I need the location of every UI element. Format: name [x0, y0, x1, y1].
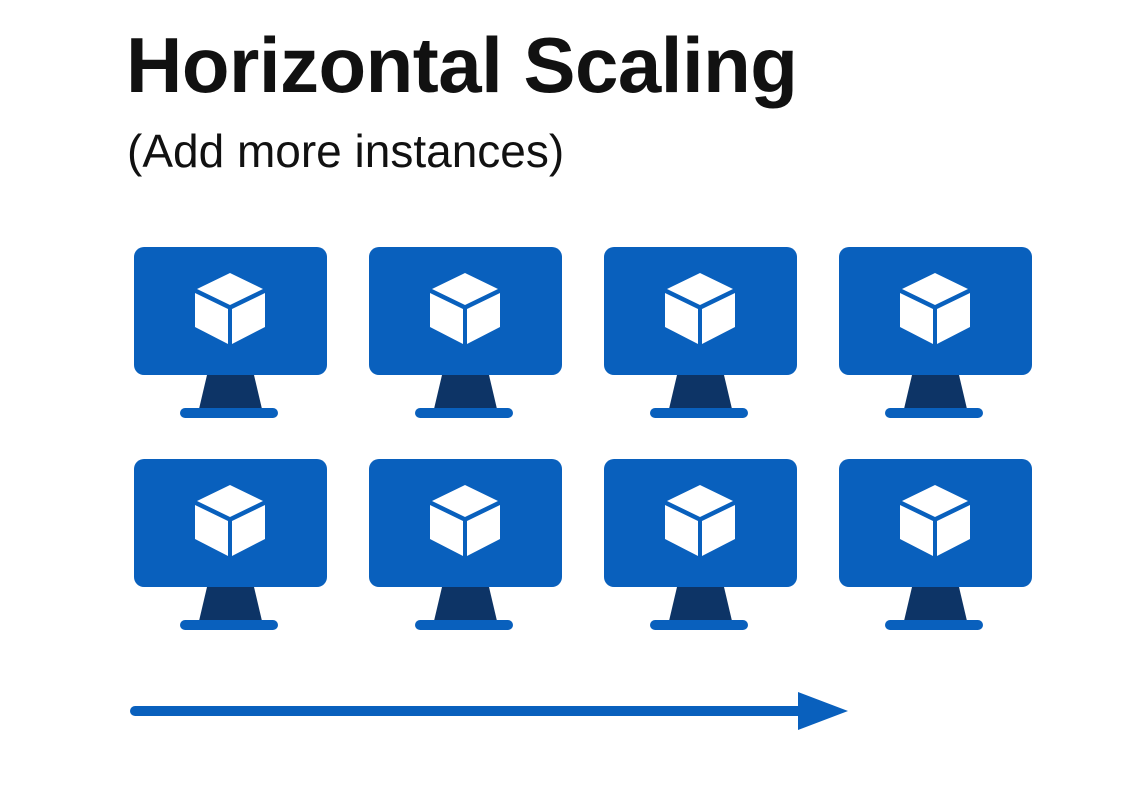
monitor-base: [650, 408, 748, 418]
cube-icon: [430, 273, 500, 344]
instance-monitor: [369, 247, 562, 421]
instance-monitor: [604, 247, 797, 421]
monitor-neck: [669, 375, 732, 409]
monitor-base: [415, 408, 513, 418]
monitor-neck: [199, 587, 262, 621]
instance-monitor: [839, 247, 1032, 421]
cube-icon: [430, 485, 500, 556]
monitor-with-cube-icon: [604, 247, 797, 418]
cube-icon: [900, 485, 970, 556]
monitor-neck: [669, 587, 732, 621]
monitor-screen: [369, 459, 562, 587]
monitor-base: [885, 620, 983, 630]
monitor-with-cube-icon: [369, 459, 562, 630]
instance-monitor: [134, 459, 327, 633]
monitor-base: [415, 620, 513, 630]
instance-monitor: [369, 459, 562, 633]
monitor-screen: [134, 459, 327, 587]
monitor-with-cube-icon: [839, 247, 1032, 418]
monitor-screen: [604, 247, 797, 375]
monitor-with-cube-icon: [134, 459, 327, 630]
cube-icon: [665, 273, 735, 344]
instance-monitor: [839, 459, 1032, 633]
instance-monitor: [134, 247, 327, 421]
arrow-head: [798, 692, 848, 730]
diagram-subtitle: (Add more instances): [127, 125, 565, 177]
instances-grid: [134, 247, 1032, 633]
monitor-base: [180, 408, 278, 418]
monitor-neck: [199, 375, 262, 409]
monitor-with-cube-icon: [369, 247, 562, 418]
monitor-screen: [839, 459, 1032, 587]
monitor-neck: [904, 375, 967, 409]
monitor-with-cube-icon: [604, 459, 797, 630]
monitor-screen: [134, 247, 327, 375]
monitor-neck: [434, 587, 497, 621]
monitor-base: [885, 408, 983, 418]
monitor-neck: [904, 587, 967, 621]
cube-icon: [665, 485, 735, 556]
cube-icon: [195, 485, 265, 556]
cube-icon: [195, 273, 265, 344]
monitor-screen: [369, 247, 562, 375]
monitor-base: [650, 620, 748, 630]
cube-icon: [900, 273, 970, 344]
monitor-neck: [434, 375, 497, 409]
monitor-screen: [604, 459, 797, 587]
monitor-base: [180, 620, 278, 630]
monitor-with-cube-icon: [134, 247, 327, 418]
instance-monitor: [604, 459, 797, 633]
monitor-with-cube-icon: [839, 459, 1032, 630]
arrow-shaft: [130, 706, 810, 716]
diagram-title: Horizontal Scaling: [126, 21, 798, 109]
right-arrow-icon: [130, 692, 848, 730]
monitor-screen: [839, 247, 1032, 375]
